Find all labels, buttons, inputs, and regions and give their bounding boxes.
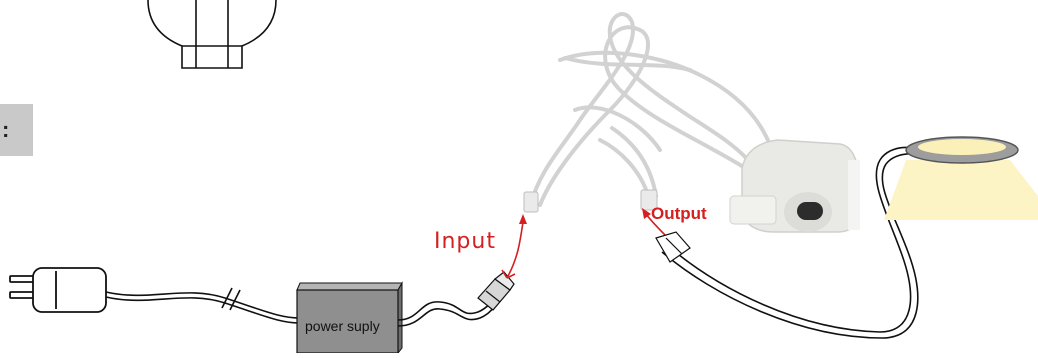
cabinet-light-icon bbox=[884, 136, 1038, 220]
power-supply-icon bbox=[296, 281, 403, 355]
coiled-cable bbox=[528, 12, 772, 208]
step-tab: : bbox=[0, 104, 33, 156]
output-label: Output bbox=[651, 204, 707, 223]
plug-icon bbox=[9, 267, 107, 313]
power-supply-label: power suply bbox=[305, 318, 380, 334]
output-connector-icon bbox=[655, 231, 691, 263]
cable-plugs bbox=[523, 189, 658, 213]
sensor-switch-icon bbox=[729, 139, 860, 233]
input-label: Input bbox=[434, 229, 496, 254]
fixture-outline-icon bbox=[147, 0, 277, 69]
input-arrow bbox=[501, 214, 527, 279]
step-tab-text: : bbox=[2, 117, 10, 142]
connector-icon bbox=[477, 271, 515, 311]
ac-cable bbox=[105, 287, 301, 324]
dc-cable bbox=[397, 299, 498, 327]
